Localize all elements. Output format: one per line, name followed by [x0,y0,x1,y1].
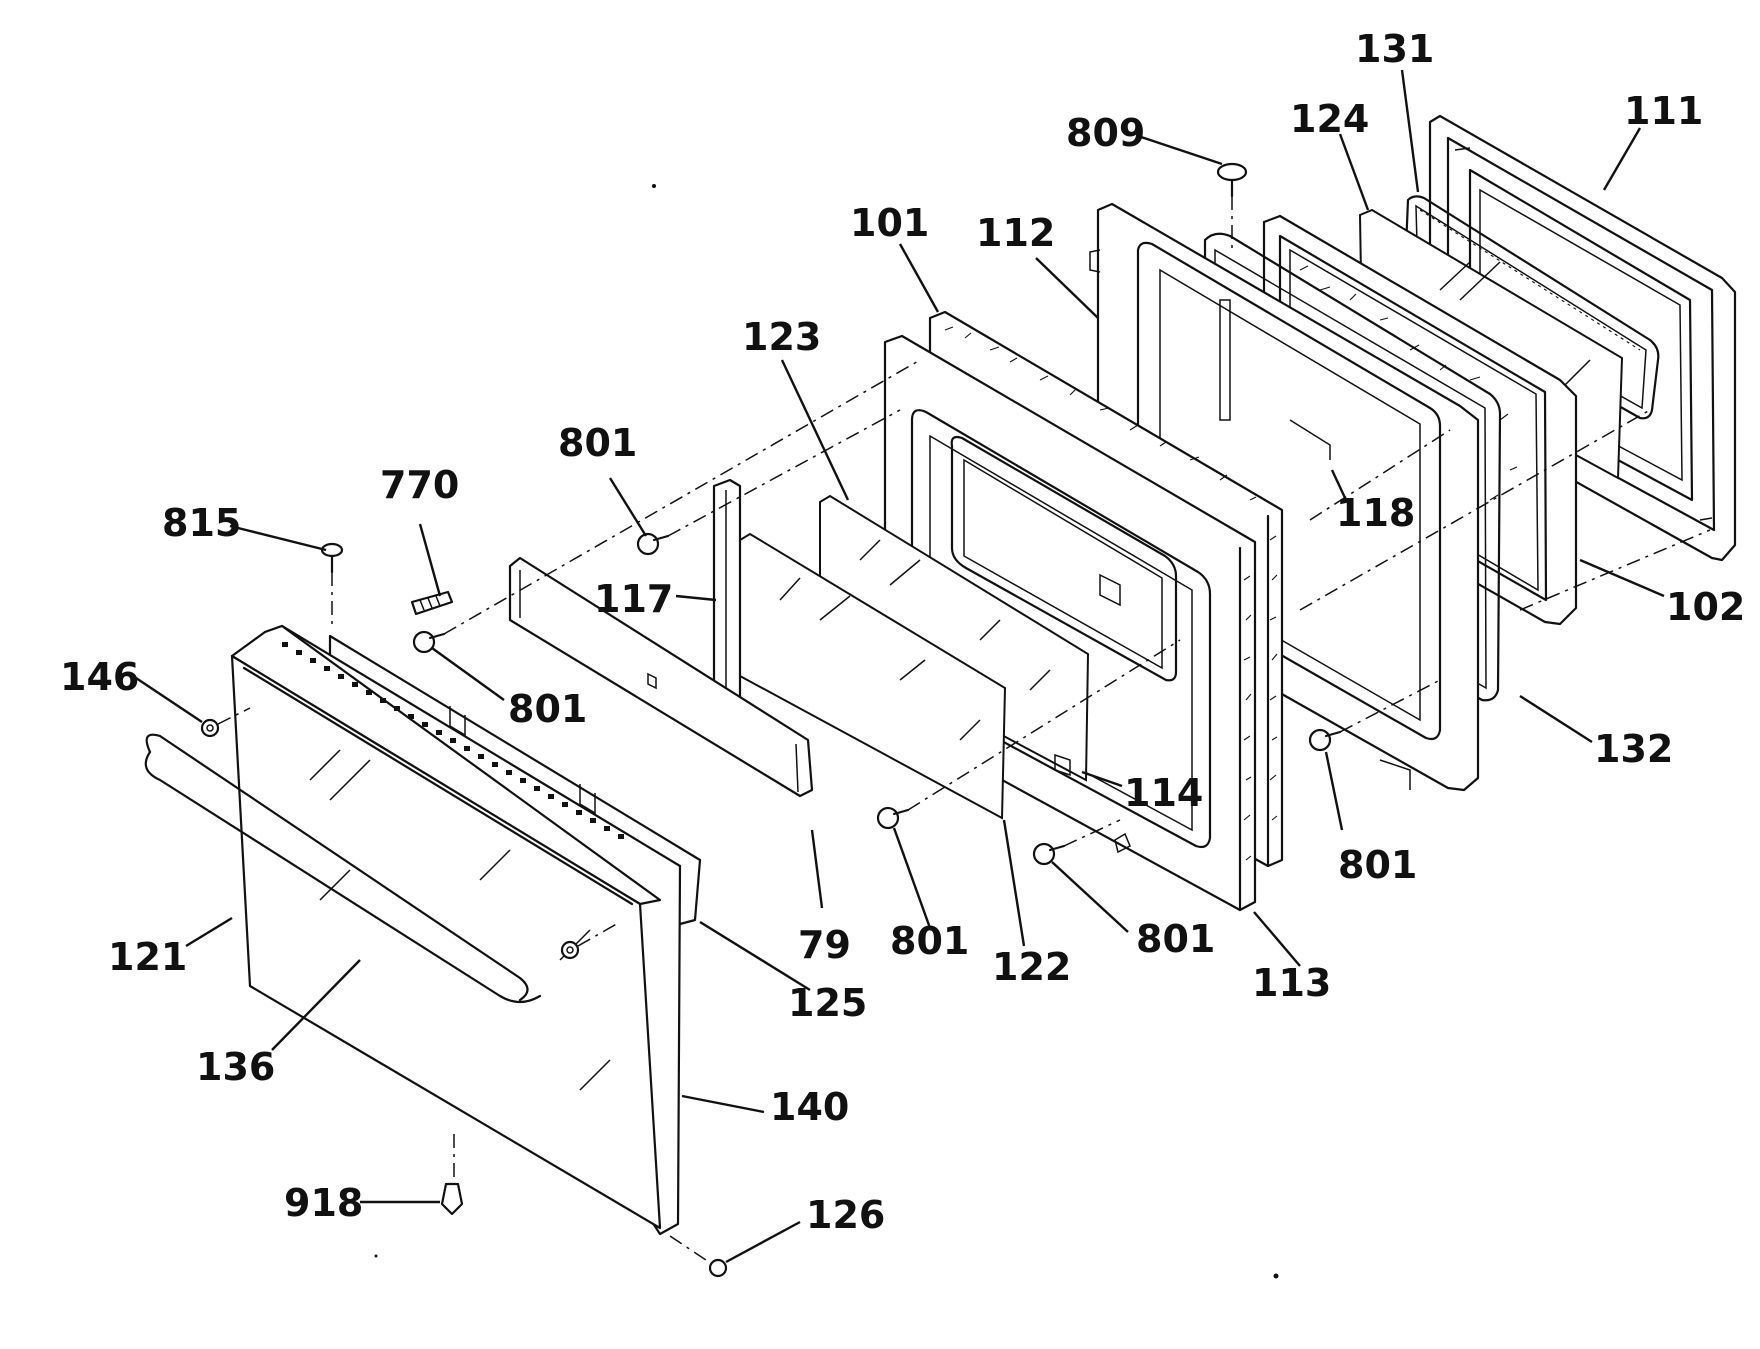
label-125: 125 [788,981,867,1025]
label-124: 124 [1290,97,1369,141]
label-809: 809 [1066,111,1145,155]
leader-lines [135,69,1665,1264]
label-112: 112 [976,211,1055,255]
label-770: 770 [380,463,459,507]
label-136: 136 [196,1045,275,1089]
screw-801-a [636,532,670,556]
label-114: 114 [1124,771,1203,815]
insulation-texture-101 [944,326,1278,821]
screw-770 [410,590,454,616]
screw-801-d [1032,842,1066,866]
nut-146 [200,718,220,738]
part-136-door-handle [144,733,542,1004]
label-101: 101 [850,201,929,245]
part-121-outer-door [230,624,682,1236]
label-79: 79 [798,923,851,967]
label-121: 121 [108,935,187,979]
assembly-lines [217,196,1711,1265]
label-126: 126 [806,1193,885,1237]
part-117-glass-bracket [712,478,742,708]
nut-146-b [560,940,580,960]
label-801-d: 801 [890,919,969,963]
label-146: 146 [60,655,139,699]
label-117: 117 [594,577,673,621]
part-labels: 809 131 124 111 101 112 123 801 770 815 … [60,27,1745,1237]
screw-815 [320,542,344,574]
insulation-texture-113 [1243,575,1252,861]
label-102: 102 [1666,585,1745,629]
label-140: 140 [770,1085,849,1129]
label-118: 118 [1336,491,1415,535]
label-113: 113 [1252,961,1331,1005]
screw-801-c [876,806,910,830]
label-801-a: 801 [558,421,637,465]
label-801-e: 801 [1136,917,1215,961]
bumper-126 [708,1258,728,1278]
label-111: 111 [1624,89,1703,133]
label-132: 132 [1594,727,1673,771]
vent-slots [282,642,624,839]
label-801-c: 801 [1338,843,1417,887]
part-79-channel [508,556,814,798]
screw-809 [1216,162,1248,198]
label-123: 123 [742,315,821,359]
screw-801-b [412,630,446,654]
label-131: 131 [1355,27,1434,71]
scan-specks [374,184,1279,1279]
clip-918 [440,1182,464,1216]
screw-801-e [1308,728,1342,752]
label-815: 815 [162,501,241,545]
label-122: 122 [992,945,1071,989]
label-801-b: 801 [508,687,587,731]
label-918: 918 [284,1181,363,1225]
